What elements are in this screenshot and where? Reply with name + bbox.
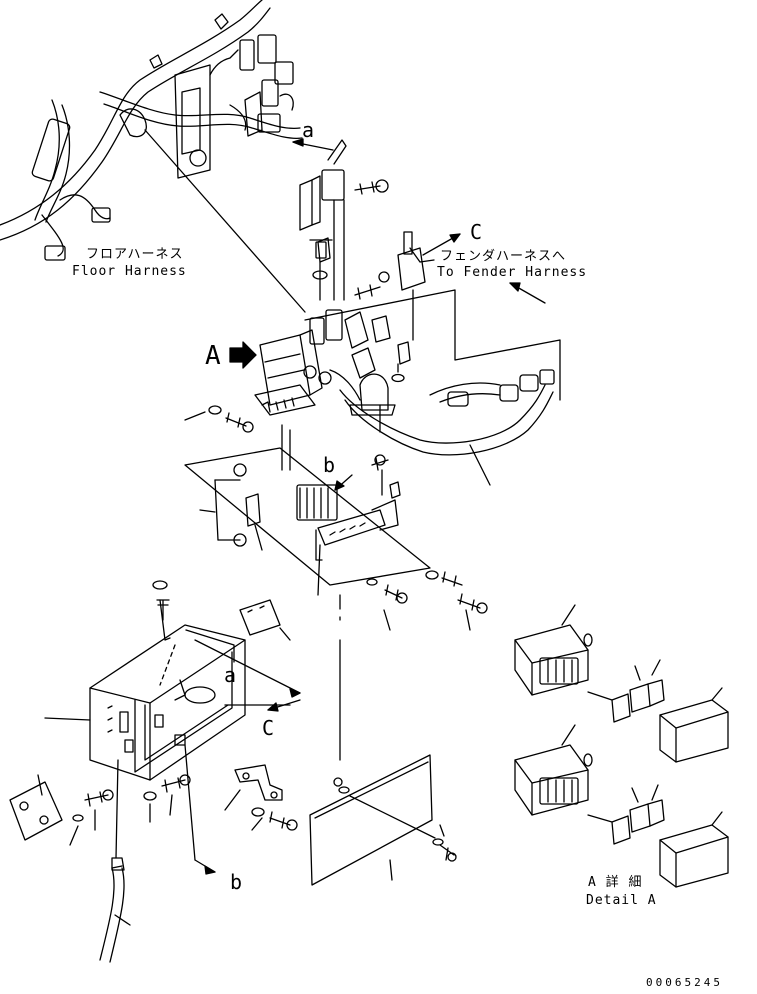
callout-b-mid: b: [323, 453, 336, 477]
fender-connector: [354, 231, 461, 341]
fender-harness-jp: フェンダハーネスへ: [440, 249, 567, 264]
left-bracket: [9, 774, 114, 846]
drawing-number: 00065245: [646, 976, 723, 989]
callout-a-top: a: [302, 118, 315, 142]
floor-harness-en: Floor Harness: [72, 264, 187, 279]
relay-block: [254, 309, 391, 416]
detail-a-jp: A 詳 細: [588, 875, 643, 890]
solid-arrow-right-icon: [229, 341, 257, 369]
callout-a-box: a: [224, 663, 237, 687]
floor-harness-jp: フロアハーネス: [86, 247, 184, 262]
detail-a: [514, 604, 729, 888]
cable: [339, 384, 546, 444]
callout-A: A: [205, 341, 221, 371]
cover-plate: [309, 754, 457, 886]
bolts-left: [184, 405, 254, 433]
main-harness: [0, 0, 303, 261]
terminal-bracket: [184, 424, 431, 586]
callout-c-top: C: [470, 220, 483, 244]
fender-harness-en: To Fender Harness: [437, 265, 588, 280]
callout-c-box: C: [262, 716, 275, 740]
drain-hose: [99, 857, 131, 963]
detail-a-en: Detail A: [586, 893, 657, 908]
harness-outline: [304, 289, 561, 401]
enclosure-box: [44, 624, 301, 875]
leader-line: [144, 129, 306, 313]
clip-assembly: [199, 463, 263, 551]
relay-assembly: [299, 139, 389, 301]
callout-b-bottom: b: [230, 870, 243, 894]
